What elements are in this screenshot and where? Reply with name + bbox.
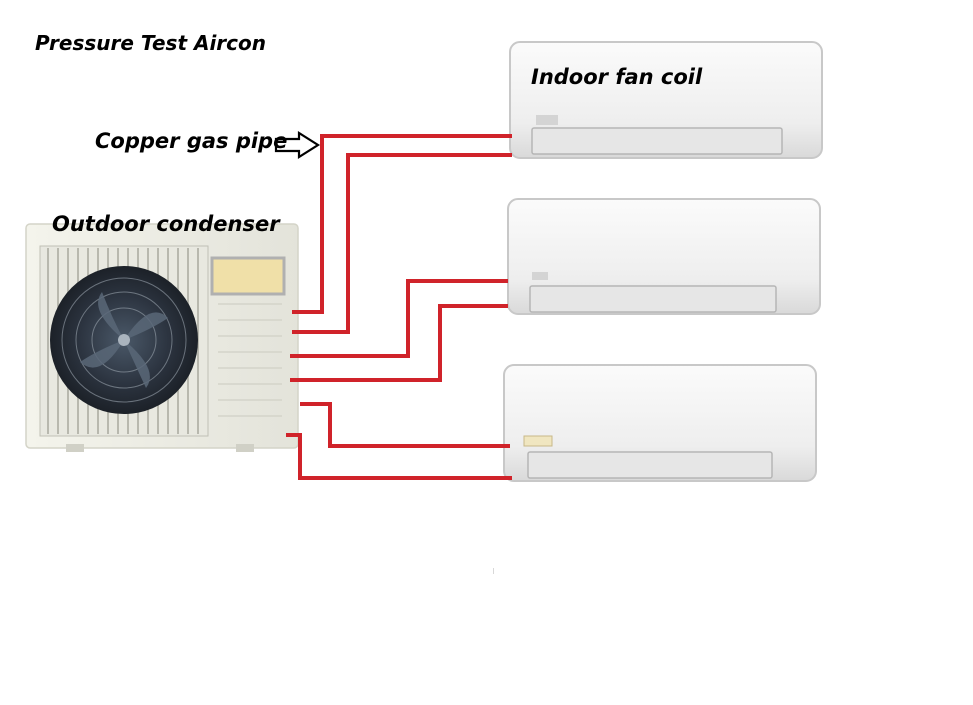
pipe-run-3 (290, 279, 508, 358)
pipe-run-1 (292, 134, 512, 314)
unit-louver (531, 127, 783, 155)
outdoor-condenser (25, 223, 299, 452)
condenser-foot (236, 444, 254, 452)
pipe-run-4 (290, 304, 508, 382)
indoor-unit-1 (509, 41, 823, 159)
copper-gas-pipe-label: Copper gas pipe (95, 129, 288, 153)
fan-blades (80, 292, 168, 388)
indoor-unit-2 (507, 198, 821, 315)
pipe-network (286, 134, 512, 480)
pipe-run-2 (292, 153, 512, 334)
unit-louver (527, 451, 773, 479)
unit-display-icon (523, 435, 553, 447)
pipe-run-6 (286, 433, 512, 480)
indoor-fan-coil-label: Indoor fan coil (531, 65, 703, 89)
unit-display-icon (536, 115, 558, 125)
condenser-foot (66, 444, 84, 452)
unit-louver (529, 285, 777, 313)
outdoor-condenser-label: Outdoor condenser (52, 212, 280, 236)
indoor-unit-3 (503, 364, 817, 482)
pipe-run-5 (300, 402, 510, 448)
diagram-title: Pressure Test Aircon (35, 31, 266, 55)
condenser-panel (210, 256, 286, 296)
unit-display-icon (532, 272, 548, 280)
arrow-right-icon (274, 131, 321, 159)
